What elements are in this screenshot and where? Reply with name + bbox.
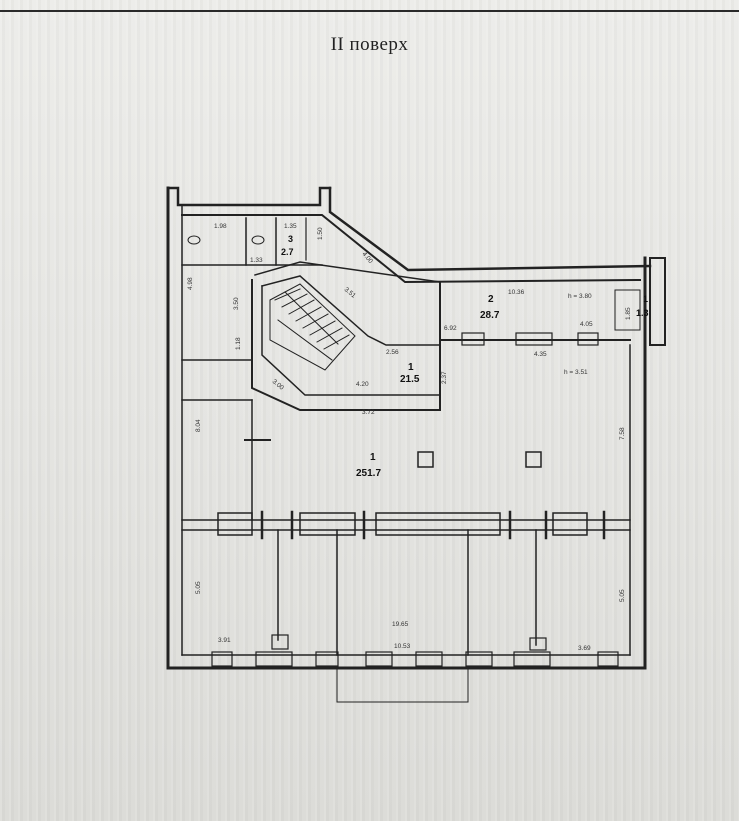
corridor-wall bbox=[251, 279, 441, 411]
dim-5-05-left: 5.05 bbox=[195, 581, 202, 594]
wall bbox=[614, 289, 641, 331]
room-small-num: 1 bbox=[643, 294, 648, 304]
dim-4-35: 4.35 bbox=[534, 351, 547, 358]
window bbox=[513, 651, 551, 667]
room-3-area: 2.7 bbox=[281, 247, 294, 257]
pier bbox=[529, 637, 547, 651]
dim-8-04: 8.04 bbox=[195, 419, 202, 432]
window bbox=[255, 651, 293, 667]
pier bbox=[217, 512, 253, 536]
window bbox=[415, 651, 443, 667]
upper-wall bbox=[181, 214, 642, 284]
window bbox=[597, 651, 619, 667]
room-2-num: 2 bbox=[488, 294, 494, 305]
top-border-line bbox=[0, 10, 739, 12]
window bbox=[461, 332, 485, 346]
window bbox=[515, 332, 553, 346]
stairs bbox=[269, 283, 356, 371]
dim-1-35: 1.35 bbox=[284, 223, 297, 230]
dim-4-05: 4.05 bbox=[580, 321, 593, 328]
porch bbox=[336, 667, 469, 703]
upper-outer-wall bbox=[328, 186, 652, 272]
dim-4-98: 4.98 bbox=[187, 277, 194, 290]
dim-7-58: 7.58 bbox=[619, 427, 626, 440]
room-main-num: 1 bbox=[370, 452, 376, 463]
dim-3-72: 3.72 bbox=[362, 409, 375, 416]
room-small-area: 1.3 bbox=[636, 308, 649, 318]
window bbox=[465, 651, 493, 667]
room-main-area: 251.7 bbox=[356, 468, 381, 479]
toilet-symbol bbox=[187, 235, 201, 245]
wall bbox=[254, 261, 441, 283]
window bbox=[315, 651, 339, 667]
dim-3-50: 3.50 bbox=[233, 297, 240, 310]
pier bbox=[375, 512, 501, 536]
top-left-wall bbox=[166, 186, 332, 207]
height-room2: h = 3.80 bbox=[568, 293, 592, 300]
dim-1-50: 1.50 bbox=[317, 227, 324, 240]
dim-5-05-right: 5.05 bbox=[619, 589, 626, 602]
toilet-symbol bbox=[251, 235, 265, 245]
room-3-num: 3 bbox=[288, 234, 293, 244]
dim-3-69: 3.69 bbox=[578, 645, 591, 652]
dim-2-56: 2.56 bbox=[386, 349, 399, 356]
column bbox=[417, 451, 434, 468]
window bbox=[211, 651, 233, 667]
pier bbox=[299, 512, 356, 536]
floor-title: II поверх bbox=[330, 34, 409, 55]
room-corridor-num: 1 bbox=[408, 362, 414, 373]
window bbox=[365, 651, 393, 667]
door-marks bbox=[260, 510, 606, 540]
dim-10-36: 10.36 bbox=[508, 289, 525, 296]
wall bbox=[261, 285, 441, 396]
dim-10-53: 10.53 bbox=[394, 643, 411, 650]
pier bbox=[552, 512, 588, 536]
outer-wall bbox=[166, 186, 647, 670]
dim-19-65: 19.65 bbox=[392, 621, 409, 628]
dim-4-00: 4.00 bbox=[360, 251, 374, 265]
wall bbox=[261, 275, 441, 346]
dim-1-33: 1.33 bbox=[250, 257, 263, 264]
dim-2-37: 2.37 bbox=[441, 371, 448, 384]
dim-1-85: 1.85 bbox=[625, 307, 632, 320]
dim-4-20: 4.20 bbox=[356, 381, 369, 388]
dim-6-92: 6.92 bbox=[444, 325, 457, 332]
dim-1-18: 1.18 bbox=[235, 337, 242, 350]
room-corridor-area: 21.5 bbox=[400, 374, 420, 385]
dim-3-00: 3.00 bbox=[271, 378, 285, 392]
pier bbox=[271, 634, 289, 650]
dim-3-51: 3.51 bbox=[343, 286, 357, 300]
dim-3-91: 3.91 bbox=[218, 637, 231, 644]
right-annex bbox=[649, 257, 666, 346]
height-main: h = 3.51 bbox=[564, 369, 588, 376]
room-2-area: 28.7 bbox=[480, 310, 500, 321]
column bbox=[525, 451, 542, 468]
window bbox=[577, 332, 599, 346]
dim-1-98: 1.98 bbox=[214, 223, 227, 230]
